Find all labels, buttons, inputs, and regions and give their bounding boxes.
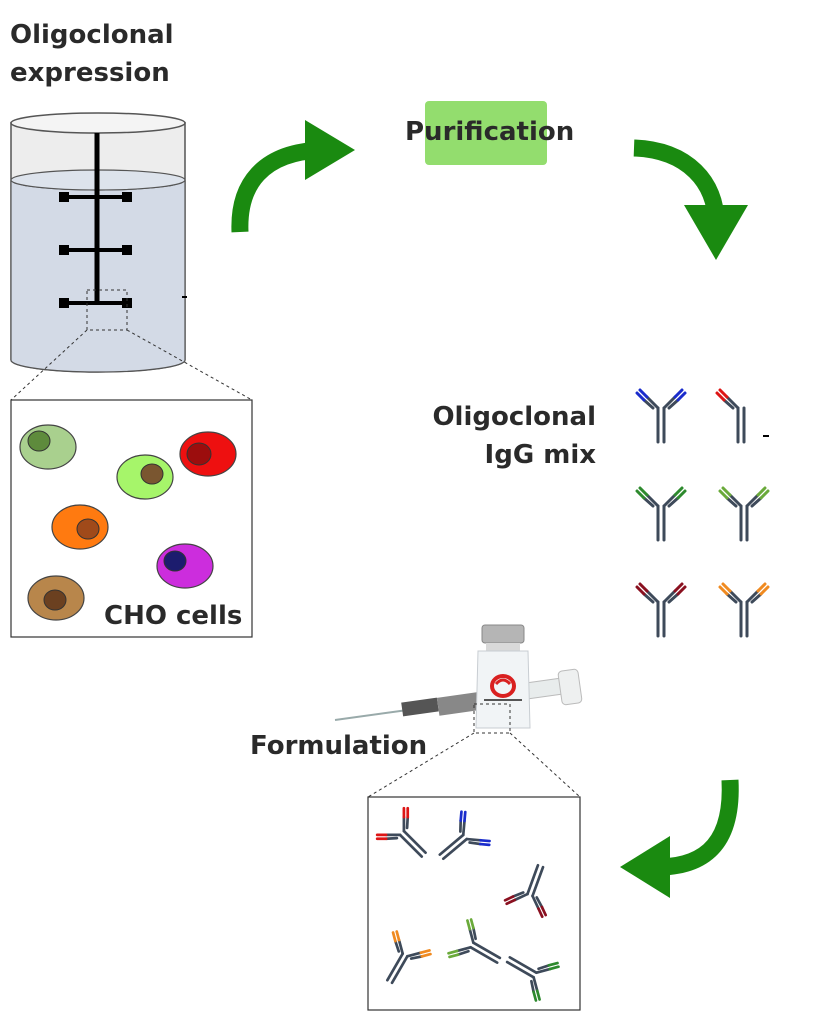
igg-mix-label: Oligoclonal IgG mix — [432, 402, 596, 470]
cho-cell — [51, 504, 109, 550]
cho-cells-panel — [10, 399, 253, 638]
antibody-icon — [447, 918, 502, 964]
cho-cell — [179, 431, 237, 477]
zoom-region-box — [86, 289, 128, 331]
arrow-purification-to-igg — [633, 139, 748, 260]
antibody-icon — [718, 486, 770, 542]
expression-label: Oligoclonal expression — [10, 20, 174, 88]
antibody-icon — [375, 806, 427, 858]
cho-cells-label: CHO cells — [104, 601, 243, 631]
antibody-icon — [386, 930, 432, 985]
zoom-lines-formulation — [367, 732, 581, 798]
igg-mix-grid — [635, 388, 770, 638]
antibody-icon — [635, 486, 687, 542]
formulation-label: Formulation — [250, 731, 428, 761]
purification-highlight — [425, 101, 547, 165]
bioreactor — [10, 112, 187, 373]
antibody-icon — [718, 582, 770, 638]
antibody-icon — [438, 810, 491, 861]
half-antibody-icon — [715, 388, 746, 444]
vial — [475, 624, 531, 729]
purification-label: Purification — [405, 117, 575, 147]
vial-zoom-region — [473, 703, 511, 734]
stirrer-impeller — [59, 133, 132, 308]
antibody-icon — [505, 956, 560, 1002]
arrow-igg-to-formulation — [620, 779, 739, 898]
antibody-icon — [503, 863, 548, 919]
cho-cell — [19, 424, 77, 470]
antibody-icon — [635, 388, 687, 444]
cho-cell — [156, 543, 214, 589]
arrow-expression-to-purification — [231, 120, 355, 233]
cho-cell — [27, 575, 85, 621]
antibody-icon — [635, 582, 687, 638]
cho-cell — [116, 454, 174, 500]
formulation-panel — [367, 796, 581, 1011]
zoom-lines-cells — [10, 329, 253, 401]
syringe — [334, 668, 583, 721]
